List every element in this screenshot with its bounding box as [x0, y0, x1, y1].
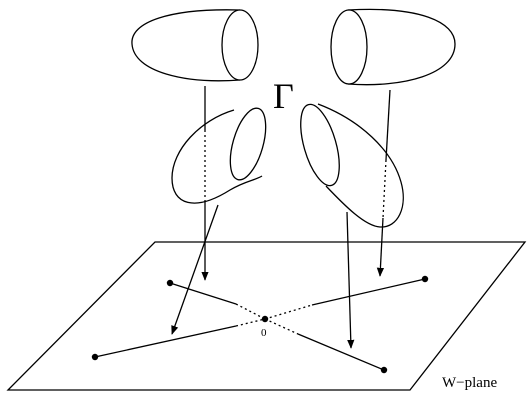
segment-lower-right-dotted: [264, 318, 299, 335]
segment-lower-left: [94, 325, 237, 358]
cone-middle-left: [171, 107, 267, 204]
segment-upper-left: [169, 282, 237, 305]
arrow-middle-left: [171, 204, 219, 335]
cone-top-right: [330, 8, 456, 86]
plane-label: W−plane: [442, 375, 497, 391]
arrow-top-right: [376, 89, 391, 277]
endpoint-upper-left: [166, 279, 174, 287]
segment-lower-right: [297, 333, 385, 371]
endpoint-upper-right: [421, 275, 429, 283]
cone-middle-right: [300, 103, 404, 228]
origin-label: 0: [261, 327, 267, 339]
segment-upper-right: [311, 278, 426, 306]
gamma-label: Γ: [273, 76, 294, 116]
segment-lower-left-dotted: [235, 318, 266, 327]
segment-upper-right-dotted: [264, 304, 313, 320]
cone-top-left: [131, 9, 259, 82]
endpoint-lower-right: [380, 366, 388, 374]
w-plane: [6, 241, 527, 391]
endpoint-lower-left: [91, 353, 99, 361]
origin-point: [261, 315, 269, 323]
segment-upper-left-dotted: [235, 303, 266, 320]
arrow-middle-right: [346, 211, 355, 349]
